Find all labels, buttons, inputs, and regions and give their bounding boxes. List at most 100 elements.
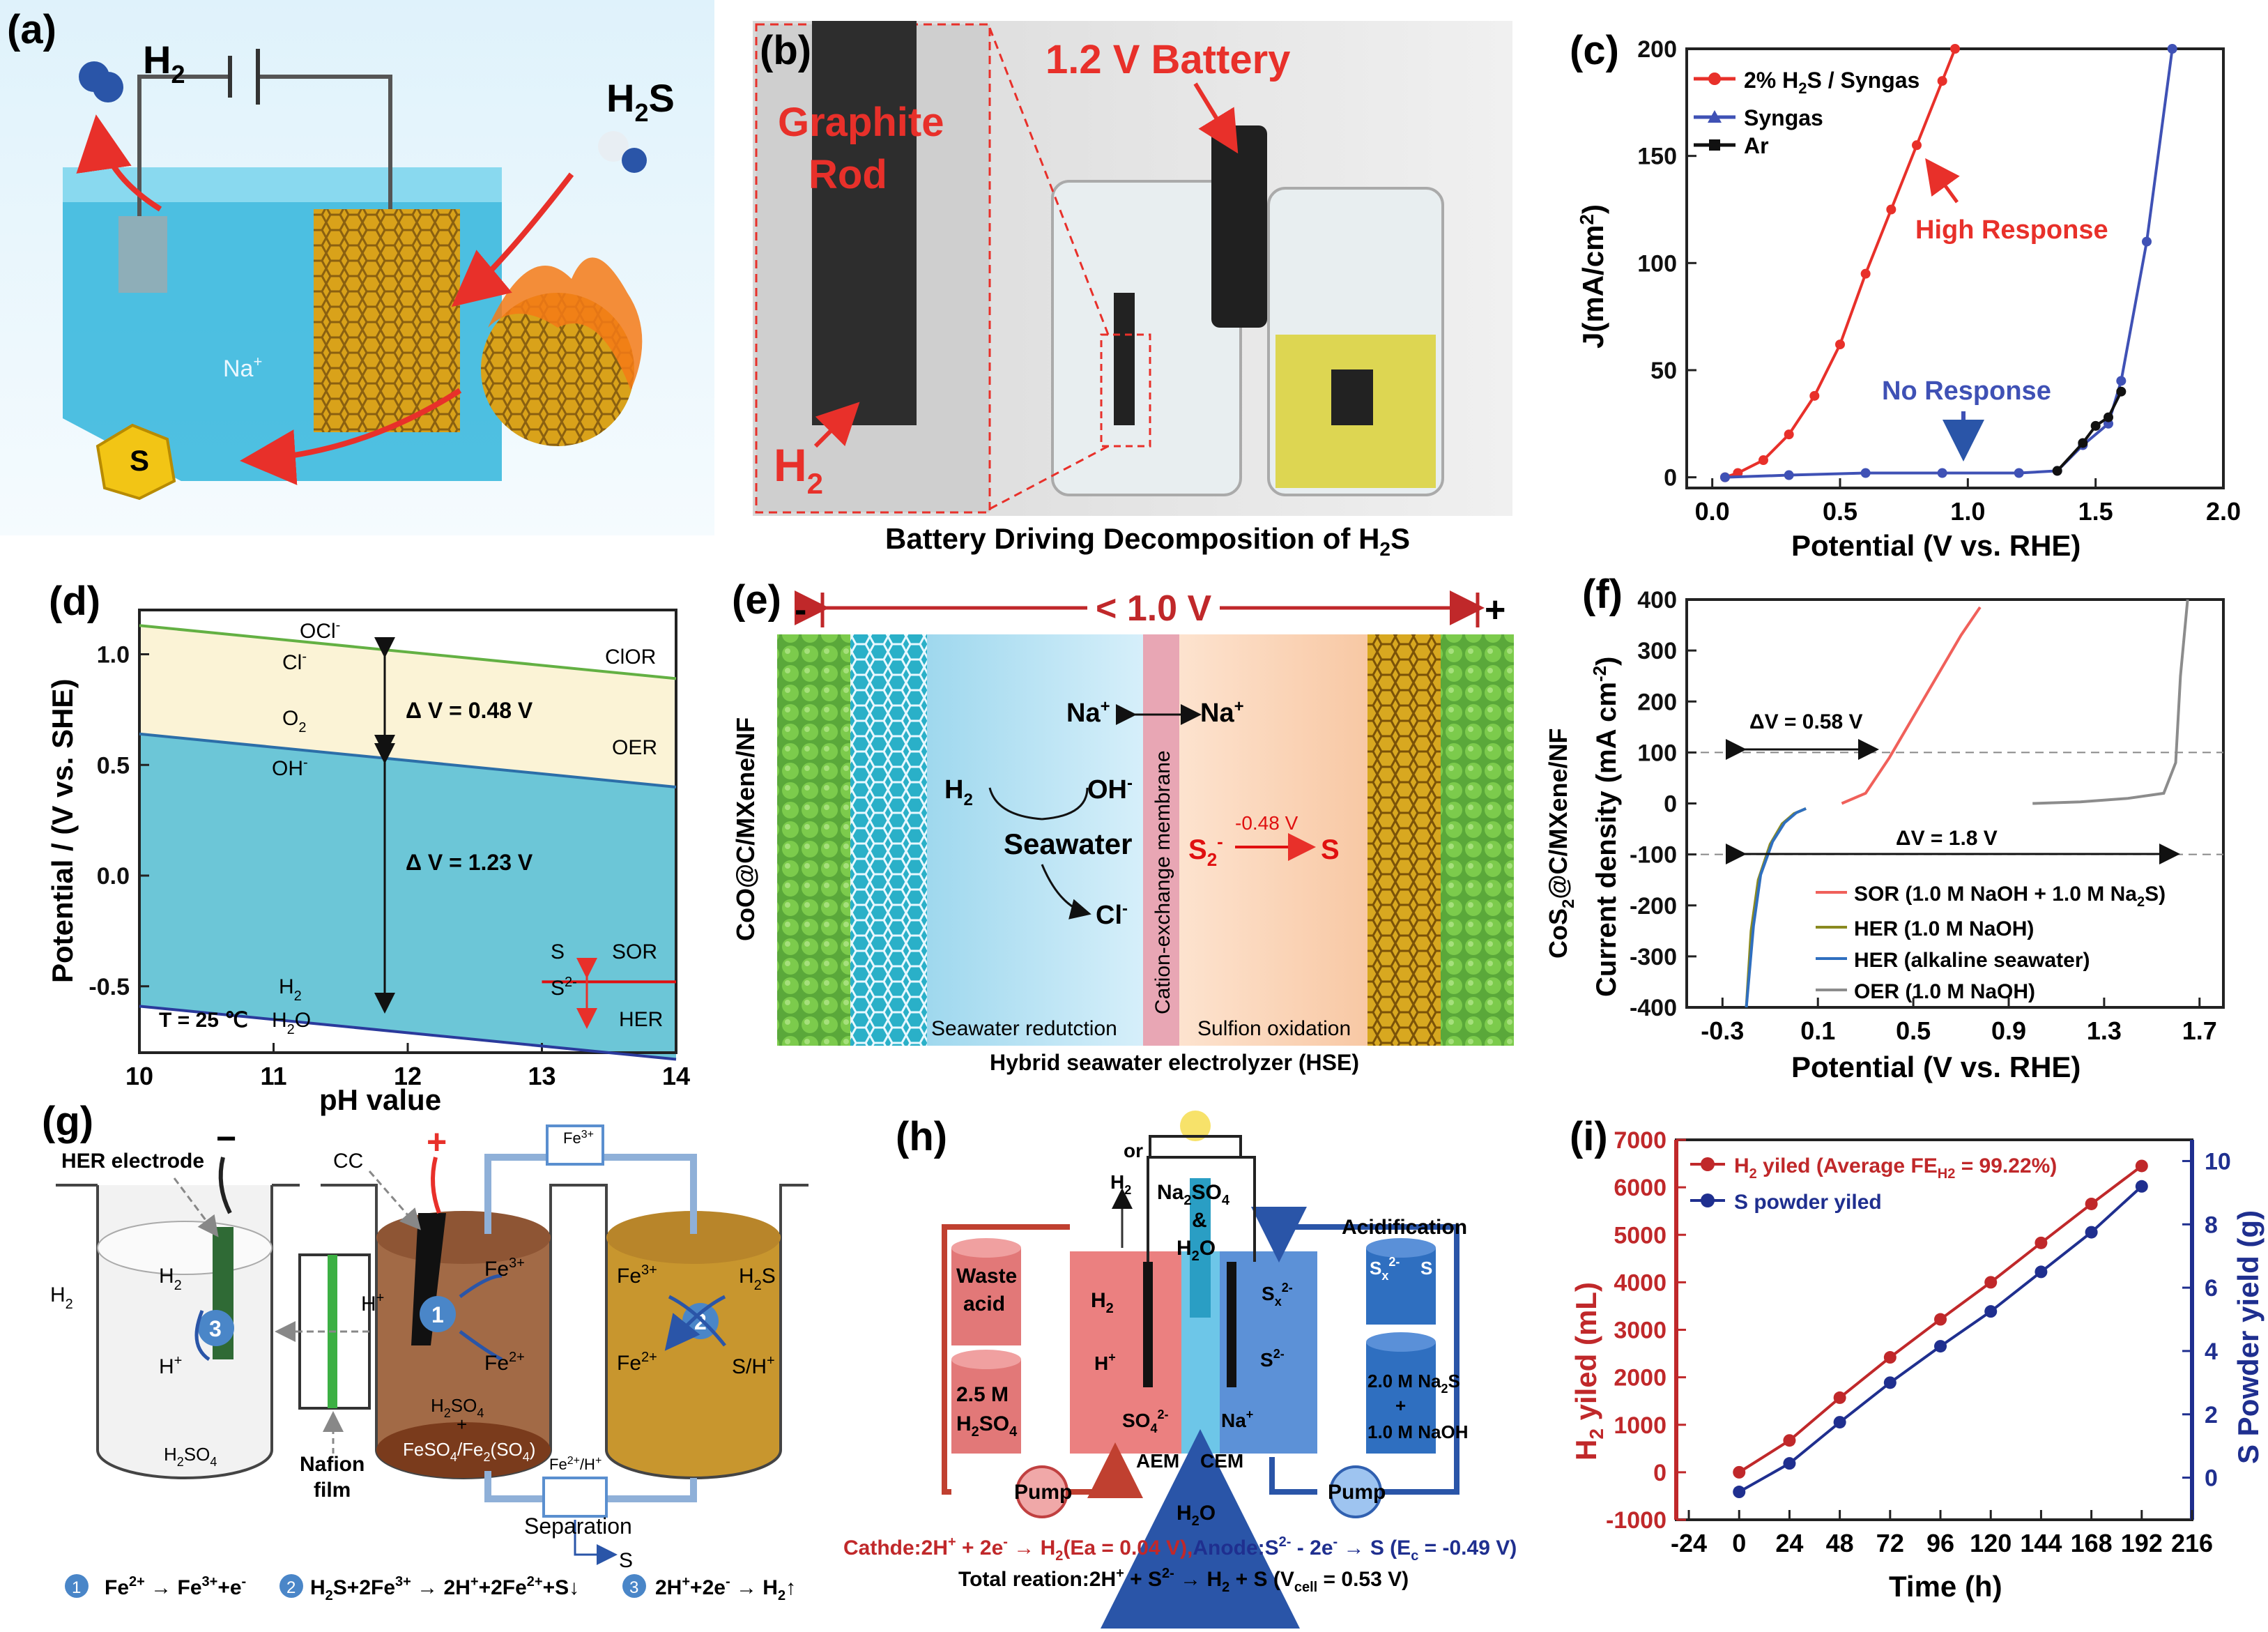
legend-marker-h2 [1701, 1157, 1715, 1171]
legend-text-her-naoh: HER (1.0 M NaOH) [1854, 917, 2034, 940]
h2-line-label: H2 [279, 975, 302, 1004]
cathode-catalyst [850, 634, 927, 1046]
h2-top-label: H2 [1110, 1171, 1131, 1197]
data-point [2090, 420, 2101, 431]
hplus-her-label: H+ [159, 1353, 182, 1378]
legend-text-h2s: 2% H2S / Syngas [1744, 68, 1920, 97]
series-line [139, 1005, 677, 1061]
x-tick-label: 12 [394, 1062, 422, 1090]
y-tick-label: -1000 [1606, 1507, 1666, 1534]
legend-marker-h2s [1708, 73, 1721, 85]
h2-molecule-icon-2 [93, 72, 123, 102]
y-tick-label: 7000 [1614, 1127, 1666, 1154]
s-product: S [1321, 834, 1340, 865]
sx-anode-label: Sx2- [1262, 1281, 1293, 1309]
oh-label: OH- [272, 755, 308, 780]
h2o-inlet-label: H2O [1177, 1502, 1216, 1529]
eq-badge-1-number: 1 [72, 1578, 81, 1597]
sulfur-label: S [130, 444, 149, 477]
seawater-reaction-arrows [988, 787, 1087, 913]
dv1-label: Δ V = 0.48 V [406, 698, 533, 723]
panel-label-c: (c) [1570, 28, 1619, 73]
rod-label: Rod [809, 152, 887, 197]
panel-f-ylabel: Current density (mA cm-2) [1589, 657, 1622, 997]
na-right: Na+ [1200, 697, 1244, 728]
y-tick-label-right: 0 [2205, 1465, 2218, 1492]
data-point [1759, 455, 1768, 466]
graphite-label: Graphite [778, 100, 944, 145]
electrode-in-cell [1114, 293, 1135, 425]
panel-c-legend: 2% H2S / Syngas Syngas Ar [1694, 68, 1920, 158]
data-point [1783, 1434, 1796, 1447]
h2s-cell-top [606, 1211, 781, 1264]
anode-rod [1227, 1262, 1236, 1387]
data-point [1984, 1276, 1998, 1289]
fe2-product-label: Fe2+ [617, 1350, 657, 1375]
s2-reactant: S2- [1188, 831, 1223, 870]
eq-badge-3 [622, 1574, 646, 1598]
h-equation-line-2: Total reation:2H+ + S2- → H2 + S (Vcell … [958, 1566, 1409, 1595]
y-tick-label: 6000 [1614, 1175, 1666, 1201]
legend-text-oer: OER (1.0 M NaOH) [1854, 980, 2035, 1003]
wire-minus [218, 1157, 232, 1214]
na2s-plus: + [1395, 1395, 1406, 1416]
panel-label-h: (h) [896, 1114, 947, 1159]
x-tick-label: 24 [1775, 1529, 1803, 1557]
y-tick-label-right: 6 [2205, 1275, 2218, 1302]
y-tick-label: 0.5 [97, 752, 130, 779]
y-tick-label: 0.0 [97, 863, 130, 890]
waste-acid-tank-body [951, 1248, 1021, 1345]
film-label: film [314, 1479, 351, 1502]
legend-text-syngas: Syngas [1744, 105, 1823, 130]
battery-body [1211, 125, 1267, 328]
fe3-product-label: Fe3+ [484, 1256, 525, 1281]
light-bulb-icon [1180, 1111, 1211, 1141]
sh-product-label: S/H+ [732, 1353, 775, 1378]
acidification-tank [1366, 1238, 1436, 1325]
data-point [2078, 438, 2088, 448]
data-point [2035, 1265, 2048, 1279]
panel-i-xlabel: Time (h) [1889, 1570, 2002, 1603]
data-point [1934, 1313, 1947, 1326]
separation-label: Separation [524, 1513, 632, 1539]
plus-terminal: + [1485, 590, 1505, 630]
sor-line-label: SOR [612, 940, 657, 963]
y-tick-label: 400 [1637, 587, 1677, 613]
acid-s-label: S [1420, 1258, 1432, 1279]
battery-pointer-arrow [1193, 82, 1239, 154]
data-point [1833, 1391, 1846, 1404]
panel-label-f: (f) [1582, 572, 1623, 617]
eq-badge-2 [279, 1574, 303, 1598]
legend-text-h2: H2 yiled (Average FEH2 = 99.22%) [1734, 1154, 2057, 1182]
y-tick-label: 150 [1637, 144, 1677, 170]
dv2-label: Δ V = 1.23 V [406, 850, 533, 875]
na-ion-label: Na+ [223, 353, 262, 382]
her-electrode-label: HER electrode [61, 1150, 204, 1173]
panel-label-d: (d) [49, 579, 100, 624]
data-point [2014, 468, 2024, 478]
zoom-target-box [1100, 333, 1151, 448]
anolyte-chamber [1179, 634, 1367, 1046]
seawater-reduction-label: Seawater redutction [931, 1017, 1117, 1040]
h2-gas-label: H2 [50, 1283, 73, 1312]
data-point [2142, 236, 2152, 247]
panel-f-plot-frame [1685, 598, 2225, 1009]
h2so4-tank [951, 1350, 1021, 1454]
panel-h: (h) Waste acid 2.5 M H2SO4 Pump Pump or … [843, 1111, 1517, 1632]
data-point [2035, 1236, 2048, 1249]
na2s-tank-body [1366, 1342, 1436, 1454]
membrane-label: Cation-exchange membrane [1151, 750, 1174, 1014]
cation-exchange-membrane [1143, 634, 1179, 1046]
equation-3: 2H++2e- → H2↑ [655, 1574, 796, 1603]
panel-d-ylabel: Potential / (V vs. SHE) [46, 679, 79, 983]
panel-label-e: (e) [732, 577, 781, 623]
left-electrode-label: CoO@C/MXene/NF [731, 717, 760, 941]
acidification-tank-top [1366, 1238, 1436, 1258]
panel-label-g: (g) [42, 1099, 93, 1144]
x-tick-label: 0.9 [1991, 1016, 2026, 1045]
hplus-cathode-label: H+ [1094, 1350, 1116, 1374]
so4-label: SO42- [1122, 1408, 1169, 1435]
x-tick-label: 1.3 [2087, 1016, 2122, 1045]
